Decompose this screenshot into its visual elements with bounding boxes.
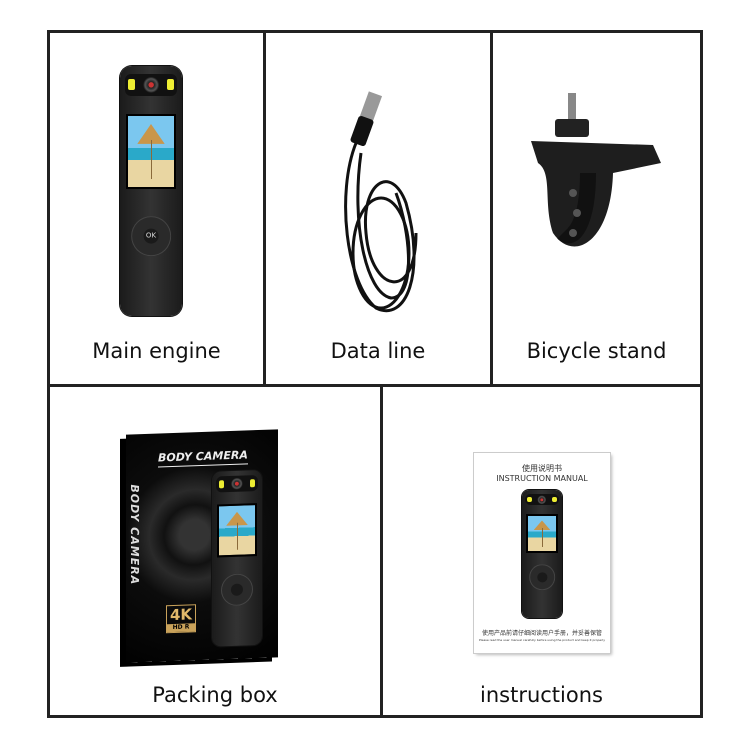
cell-bicycle-stand: Bicycle stand <box>490 30 703 387</box>
label-bicycle-stand: Bicycle stand <box>526 339 667 363</box>
label-packing-box: Packing box <box>152 683 278 707</box>
body-camera-image <box>522 490 562 618</box>
label-data-line: Data line <box>330 339 426 363</box>
cell-main-engine: OK Main engine <box>47 30 266 387</box>
usb-cable-image <box>344 91 418 312</box>
dpad-icon: OK <box>131 216 171 256</box>
label-main-engine: Main engine <box>92 339 221 363</box>
bicycle-stand-image <box>531 93 661 247</box>
body-camera-image <box>212 469 262 647</box>
body-camera-image: OK <box>120 66 182 316</box>
instruction-manual-image: 使用说明书 INSTRUCTION MANUAL 使用产品前请仔细阅读用户手册，… <box>474 453 610 653</box>
label-instructions: instructions <box>480 683 603 707</box>
cell-data-line: Data line <box>263 30 493 387</box>
